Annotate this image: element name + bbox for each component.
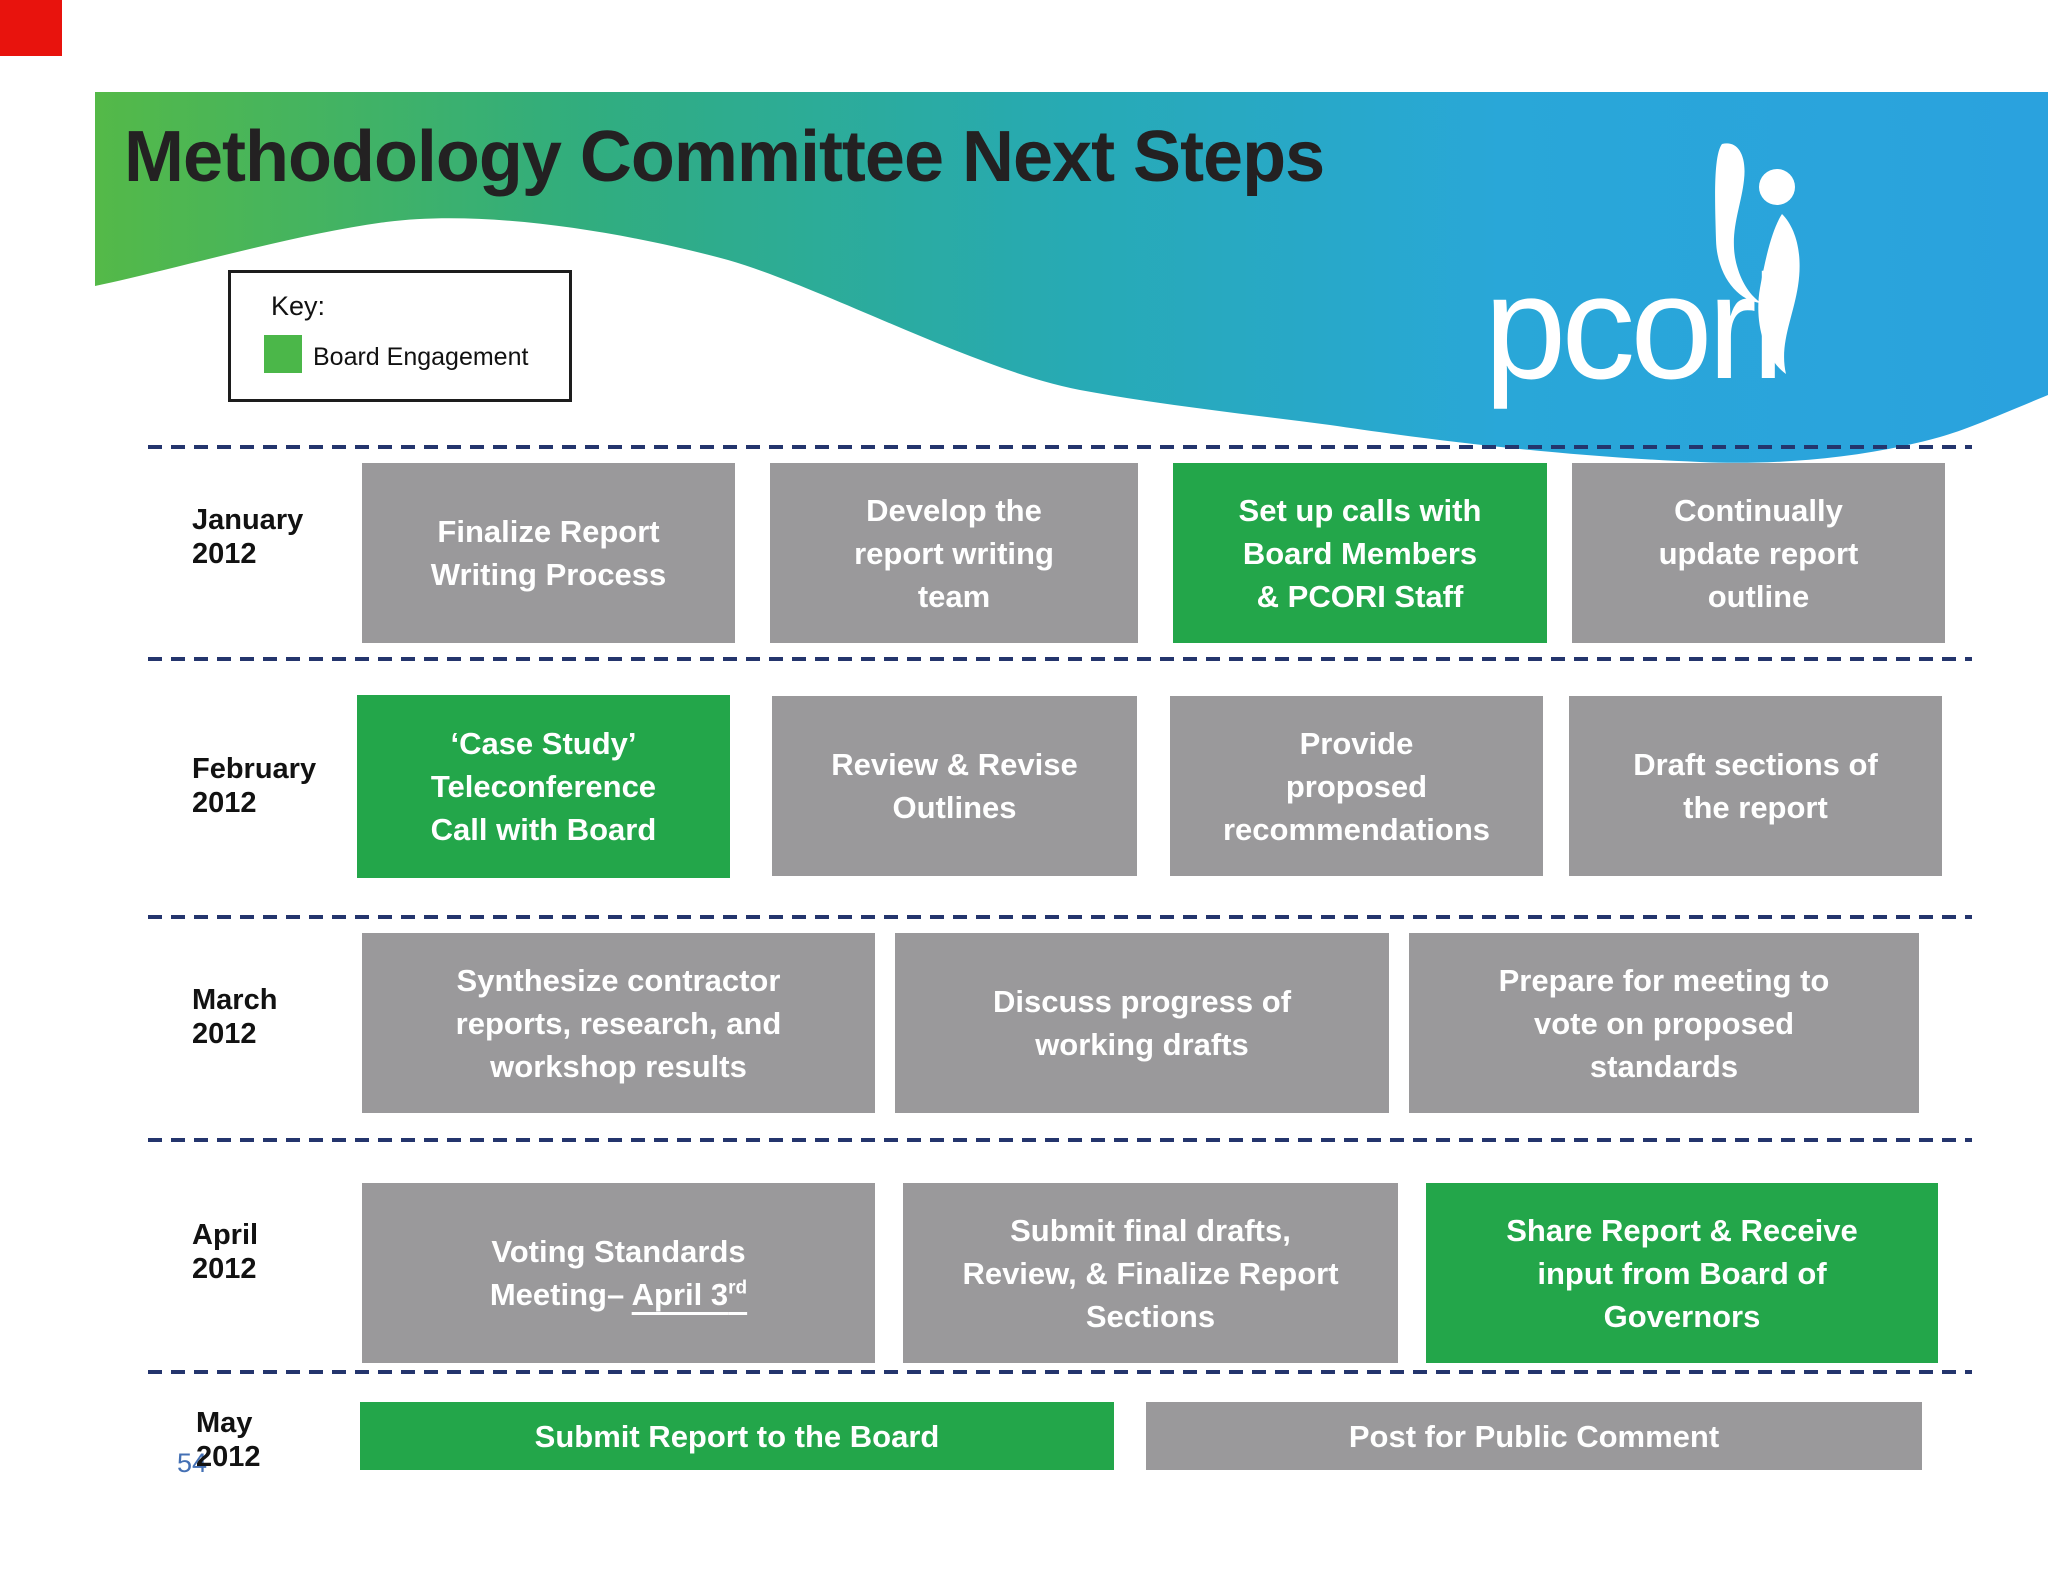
month-label-february: February 2012	[192, 753, 317, 819]
month-label-january: January 2012	[192, 504, 304, 570]
board-engagement-swatch	[264, 335, 302, 373]
divider-line	[148, 915, 1972, 919]
page-title: Methodology Committee Next Steps	[124, 117, 1325, 197]
task-box: Develop the report writing team	[770, 463, 1138, 643]
divider-line	[148, 445, 1972, 449]
legend-title: Key:	[271, 291, 326, 321]
header-wave-shape	[95, 92, 2048, 463]
legend-item-label: Board Engagement	[313, 343, 529, 371]
pcori-figure-icon	[1715, 143, 1800, 374]
month-label-april: April 2012	[192, 1219, 259, 1285]
month-label-march: March 2012	[192, 984, 278, 1050]
task-box: Submit final drafts, Review, & Finalize …	[903, 1183, 1398, 1363]
task-box: Discuss progress of working drafts	[895, 933, 1389, 1113]
corner-marker	[0, 0, 62, 56]
task-box-board-engagement: Set up calls with Board Members & PCORI …	[1173, 463, 1547, 643]
divider-line	[148, 657, 1972, 661]
pcori-logo-text: pcori	[1484, 245, 1785, 410]
task-box: Prepare for meeting to vote on proposed …	[1409, 933, 1919, 1113]
task-box: Draft sections of the report	[1569, 696, 1942, 876]
task-box-board-engagement: ‘Case Study’ Teleconference Call with Bo…	[357, 695, 730, 878]
task-box: Finalize Report Writing Process	[362, 463, 735, 643]
task-box: Synthesize contractor reports, research,…	[362, 933, 875, 1113]
task-box-voting-meeting: Voting Standards Meeting– April 3rd	[362, 1183, 875, 1363]
task-box-board-engagement: Share Report & Receive input from Board …	[1426, 1183, 1938, 1363]
task-box: Review & Revise Outlines	[772, 696, 1137, 876]
task-box-board-engagement: Submit Report to the Board	[360, 1402, 1114, 1470]
divider-line	[148, 1138, 1972, 1142]
task-box: Continually update report outline	[1572, 463, 1945, 643]
legend-box: Key: Board Engagement	[228, 270, 572, 402]
month-label-may: May 2012	[196, 1407, 261, 1473]
header-wave	[95, 92, 2048, 463]
task-box: Provide proposed recommendations	[1170, 696, 1543, 876]
page-number: 54	[177, 1448, 208, 1478]
task-box: Post for Public Comment	[1146, 1402, 1922, 1470]
divider-line	[148, 1370, 1972, 1374]
